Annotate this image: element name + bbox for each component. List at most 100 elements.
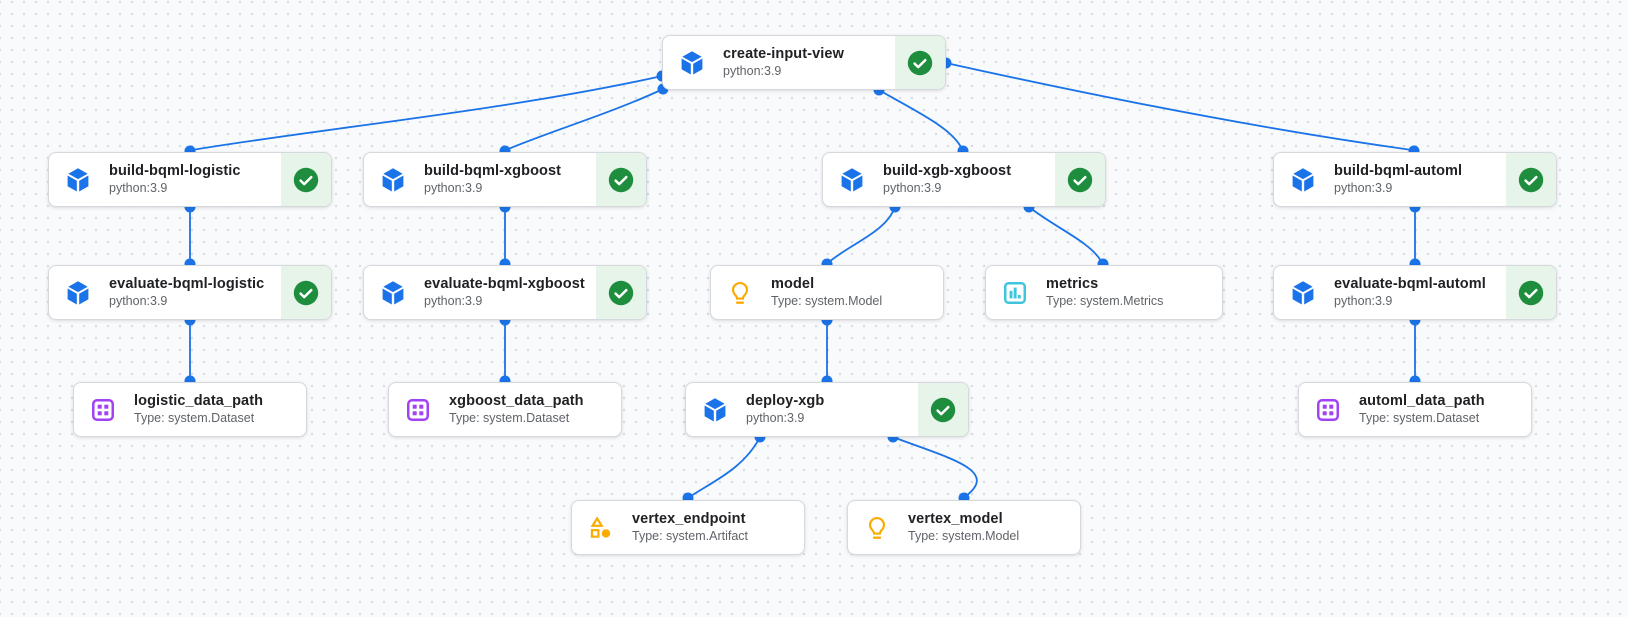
dataset-icon <box>405 397 431 423</box>
node-title: create-input-view <box>723 45 844 62</box>
node-text-block: build-bqml-automl python:3.9 <box>1334 163 1462 196</box>
check-circle-icon <box>1518 280 1544 305</box>
node-subtitle: python:3.9 <box>424 294 483 309</box>
check-circle-icon <box>293 167 319 192</box>
node-subtitle: Type: system.Dataset <box>449 411 570 426</box>
node-create-input-view[interactable]: create-input-view python:3.9 <box>662 35 946 90</box>
node-subtitle: Type: system.Model <box>771 294 883 309</box>
node-text-block: build-bqml-xgboost python:3.9 <box>424 163 561 196</box>
node-evaluate-bqml-automl[interactable]: evaluate-bqml-automl python:3.9 <box>1273 265 1557 320</box>
node-title: evaluate-bqml-automl <box>1334 275 1486 292</box>
node-text-block: build-xgb-xgboost python:3.9 <box>883 163 1011 196</box>
node-subtitle: python:3.9 <box>1334 181 1393 196</box>
node-subtitle: python:3.9 <box>109 294 168 309</box>
node-title: vertex_model <box>908 510 1003 527</box>
node-title: build-bqml-automl <box>1334 162 1463 179</box>
cube-icon <box>1290 167 1316 193</box>
edge-deploy-xgb-to-vertex_model <box>892 436 978 497</box>
status-succeeded-badge <box>281 153 331 206</box>
edge-create-input-view-to-build-bqml-xgboost <box>505 88 664 151</box>
lightbulb-icon <box>864 515 890 541</box>
status-succeeded-badge <box>895 36 945 89</box>
status-succeeded-badge <box>596 153 646 206</box>
node-build-bqml-logistic[interactable]: build-bqml-logistic python:3.9 <box>48 152 332 207</box>
check-circle-icon <box>930 397 956 422</box>
check-circle-icon <box>608 280 634 305</box>
node-evaluate-bqml-logistic[interactable]: evaluate-bqml-logistic python:3.9 <box>48 265 332 320</box>
edge-create-input-view-to-build-bqml-logistic <box>191 75 663 151</box>
node-title: evaluate-bqml-logistic <box>109 275 265 292</box>
node-text-block: deploy-xgb python:3.9 <box>746 393 824 426</box>
node-evaluate-bqml-xgboost[interactable]: evaluate-bqml-xgboost python:3.9 <box>363 265 647 320</box>
node-text-block: evaluate-bqml-xgboost python:3.9 <box>424 276 585 309</box>
metrics-icon <box>1002 280 1028 306</box>
node-title: build-bqml-logistic <box>109 162 241 179</box>
node-text-block: evaluate-bqml-logistic python:3.9 <box>109 276 264 309</box>
cube-icon <box>380 280 406 306</box>
node-subtitle: Type: system.Artifact <box>632 529 749 544</box>
cube-icon <box>1290 280 1316 306</box>
node-subtitle: Type: system.Model <box>908 529 1020 544</box>
node-build-bqml-xgboost[interactable]: build-bqml-xgboost python:3.9 <box>363 152 647 207</box>
check-circle-icon <box>1067 167 1093 192</box>
check-circle-icon <box>293 280 319 305</box>
status-succeeded-badge <box>596 266 646 319</box>
node-subtitle: Type: system.Dataset <box>134 411 255 426</box>
status-succeeded-badge <box>1506 153 1556 206</box>
edge-create-input-view-to-build-bqml-automl <box>945 62 1413 151</box>
node-build-xgb-xgboost[interactable]: build-xgb-xgboost python:3.9 <box>822 152 1106 207</box>
cube-icon <box>65 280 91 306</box>
node-subtitle: python:3.9 <box>109 181 168 196</box>
cube-icon <box>380 167 406 193</box>
node-title: model <box>771 275 815 292</box>
node-title: deploy-xgb <box>746 392 825 409</box>
edge-build-xgb-xgboost-to-metrics <box>1028 206 1102 262</box>
check-circle-icon <box>1518 167 1544 192</box>
node-title: build-xgb-xgboost <box>883 162 1012 179</box>
status-succeeded-badge <box>1055 153 1105 206</box>
node-title: xgboost_data_path <box>449 392 584 409</box>
node-build-bqml-automl[interactable]: build-bqml-automl python:3.9 <box>1273 152 1557 207</box>
node-deploy-xgb[interactable]: deploy-xgb python:3.9 <box>685 382 969 437</box>
status-succeeded-badge <box>1506 266 1556 319</box>
node-subtitle: python:3.9 <box>746 411 805 426</box>
node-subtitle: Type: system.Dataset <box>1359 411 1480 426</box>
node-subtitle: Type: system.Metrics <box>1046 294 1164 309</box>
node-title: evaluate-bqml-xgboost <box>424 275 585 292</box>
node-title: automl_data_path <box>1359 392 1485 409</box>
edge-create-input-view-to-build-xgb-xgboost <box>878 89 963 150</box>
node-text-block: build-bqml-logistic python:3.9 <box>109 163 241 196</box>
node-text-block: create-input-view python:3.9 <box>723 46 844 79</box>
node-subtitle: python:3.9 <box>883 181 942 196</box>
artifact-icon <box>588 515 614 541</box>
cube-icon <box>839 167 865 193</box>
node-subtitle: python:3.9 <box>723 64 782 79</box>
node-title: vertex_endpoint <box>632 510 746 527</box>
check-circle-icon <box>608 167 634 192</box>
node-subtitle: python:3.9 <box>1334 294 1393 309</box>
lightbulb-icon <box>727 280 753 306</box>
node-title: build-bqml-xgboost <box>424 162 562 179</box>
dataset-icon <box>90 397 116 423</box>
node-title: metrics <box>1046 275 1099 292</box>
cube-icon <box>679 50 705 76</box>
node-subtitle: python:3.9 <box>424 181 483 196</box>
dataset-icon <box>1315 397 1341 423</box>
status-succeeded-badge <box>281 266 331 319</box>
edge-deploy-xgb-to-vertex_endpoint <box>690 436 761 497</box>
